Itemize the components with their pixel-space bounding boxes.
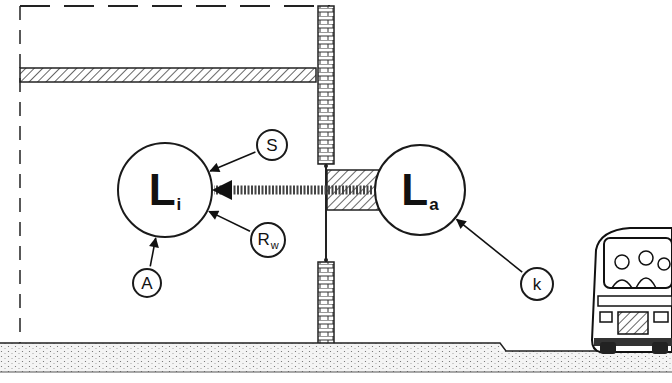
symbol-letter: A bbox=[141, 275, 152, 292]
room-side bbox=[19, 6, 21, 345]
ground-line bbox=[0, 343, 672, 351]
ground bbox=[0, 343, 672, 372]
window-hinge bbox=[324, 258, 328, 262]
ceiling-slab bbox=[20, 68, 316, 82]
bus bbox=[592, 228, 672, 354]
callout-circle: Rw bbox=[250, 222, 286, 258]
callout-circle: A bbox=[132, 268, 162, 298]
sound-level-circle: Li bbox=[117, 142, 213, 238]
sound-level-circle: La bbox=[374, 144, 466, 236]
callout-circle: k bbox=[520, 267, 554, 301]
room-top bbox=[20, 5, 330, 7]
influence-arrow bbox=[210, 152, 255, 171]
symbol-subscript: i bbox=[177, 196, 182, 213]
transmission-arrow bbox=[214, 186, 372, 195]
window-hinge bbox=[324, 164, 328, 168]
symbol-letter: L bbox=[149, 168, 176, 212]
callout-circle: S bbox=[256, 129, 288, 161]
influence-arrow bbox=[209, 211, 250, 231]
symbol-letter: k bbox=[533, 276, 542, 293]
symbol-subscript: a bbox=[429, 196, 438, 213]
ground-line bbox=[0, 372, 672, 373]
influence-arrow bbox=[150, 238, 155, 266]
symbol-letter: S bbox=[266, 137, 277, 154]
brick-wall bbox=[318, 262, 334, 344]
symbol-letter: R bbox=[257, 231, 269, 248]
influence-arrow bbox=[457, 219, 523, 272]
symbol-subscript: w bbox=[271, 240, 279, 251]
brick-wall bbox=[318, 6, 334, 164]
symbol-letter: L bbox=[401, 168, 428, 212]
